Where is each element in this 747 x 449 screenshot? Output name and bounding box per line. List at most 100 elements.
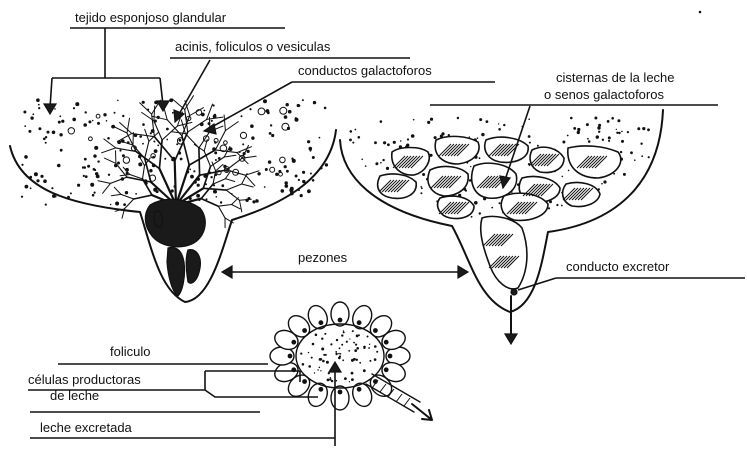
milk-dot	[358, 334, 360, 336]
stipple-dot	[34, 172, 38, 176]
stipple-dot	[122, 115, 124, 117]
stipple-dot	[38, 127, 41, 130]
stipple-dot	[275, 173, 278, 176]
stipple-dot	[562, 141, 565, 144]
stipple-dot	[597, 126, 600, 129]
stipple-dot	[288, 111, 290, 113]
duct-branch	[232, 198, 239, 205]
stipple-dot	[156, 190, 159, 193]
stipple-dot	[355, 129, 357, 131]
stipple-dot	[602, 139, 604, 141]
stipple-dot	[479, 118, 482, 121]
stipple-dot	[57, 164, 60, 167]
stipple-dot	[95, 172, 98, 175]
stipple-dot	[302, 180, 305, 183]
stipple-dot	[470, 166, 471, 167]
stipple-dot	[479, 212, 481, 214]
milk-dot	[311, 357, 313, 359]
stipple-dot	[427, 121, 430, 124]
stipple-dot	[24, 155, 28, 159]
leader-conducto-excretor	[518, 278, 745, 290]
stipple-dot	[616, 132, 618, 134]
cell-nucleus	[291, 340, 296, 345]
stipple-dot	[73, 107, 75, 109]
milk-dot	[363, 346, 366, 349]
stipple-dot	[85, 175, 88, 178]
stipple-dot	[307, 140, 310, 143]
stipple-dot	[350, 130, 353, 133]
acinus-circle	[123, 157, 129, 163]
stipple-dot	[407, 138, 409, 140]
milk-dot	[363, 369, 366, 372]
stipple-dot	[171, 189, 174, 192]
duct-branch	[111, 194, 121, 195]
stipple-dot	[208, 171, 211, 174]
stipple-dot	[138, 162, 142, 166]
stipple-dot	[284, 165, 287, 168]
stipple-dot	[215, 159, 217, 161]
milk-dot	[369, 360, 371, 362]
milk-dot	[342, 359, 344, 361]
stipple-dot	[249, 108, 251, 110]
stipple-dot	[640, 143, 642, 145]
stipple-dot	[620, 151, 622, 153]
stipple-dot	[641, 155, 643, 157]
stipple-dot	[608, 136, 611, 139]
stipple-dot	[420, 186, 422, 188]
stipple-dot	[85, 111, 87, 113]
stipple-dot	[285, 184, 289, 188]
milk-dot	[339, 355, 341, 357]
label-conductos: conductos galactoforos	[298, 63, 432, 78]
stipple-dot	[598, 131, 600, 133]
stipple-dot	[43, 138, 46, 141]
stipple-dot	[307, 189, 311, 193]
stipple-dot	[499, 202, 501, 204]
arrowheads-tejido	[44, 101, 169, 114]
stipple-dot	[126, 172, 129, 175]
stipple-dot	[142, 101, 145, 104]
stipple-dot	[479, 157, 481, 159]
stipple-dot	[570, 117, 573, 120]
stipple-dot	[374, 141, 377, 144]
stipple-dot	[594, 117, 597, 120]
stipple-dot	[268, 160, 271, 163]
stipple-dot	[107, 137, 110, 140]
milk-dot	[356, 359, 358, 361]
stipple-dot	[28, 130, 31, 133]
stipple-dot	[142, 143, 144, 145]
stipple-dot	[115, 202, 119, 206]
stipple-dot	[243, 152, 246, 155]
milk-dot	[356, 347, 359, 350]
stipple-dot	[84, 158, 87, 161]
stipple-dot	[23, 111, 26, 114]
stipple-dot	[67, 196, 70, 199]
duct-branch	[224, 115, 225, 131]
duct-branch	[218, 205, 231, 207]
stipple-dot	[567, 135, 569, 137]
stipple-dot	[157, 116, 160, 119]
stipple-dot	[383, 141, 386, 144]
stipple-dot	[117, 100, 119, 102]
stipple-dot	[29, 176, 32, 179]
milk-dot	[321, 338, 323, 340]
stipple-dot	[577, 128, 580, 131]
stipple-dot	[153, 141, 155, 143]
milk-dot	[369, 344, 370, 345]
stipple-dot	[213, 184, 215, 186]
stipple-dot	[52, 194, 56, 198]
milk-dot	[308, 352, 309, 353]
stipple-dot	[608, 140, 610, 142]
stipple-dot	[111, 125, 114, 128]
stipple-dot	[242, 143, 244, 145]
stipple-dot	[298, 179, 300, 181]
stipple-dot	[206, 198, 208, 200]
stipple-dot	[21, 196, 23, 198]
stipple-dot	[441, 132, 444, 135]
arrowhead-leche-excretada	[329, 362, 341, 372]
duct-branch	[199, 131, 210, 148]
cell-nucleus	[288, 354, 293, 359]
stipple-dot	[36, 98, 40, 102]
stipple-dot	[172, 112, 174, 114]
milk-dot	[335, 353, 337, 355]
follicle-cross-section	[270, 302, 432, 420]
